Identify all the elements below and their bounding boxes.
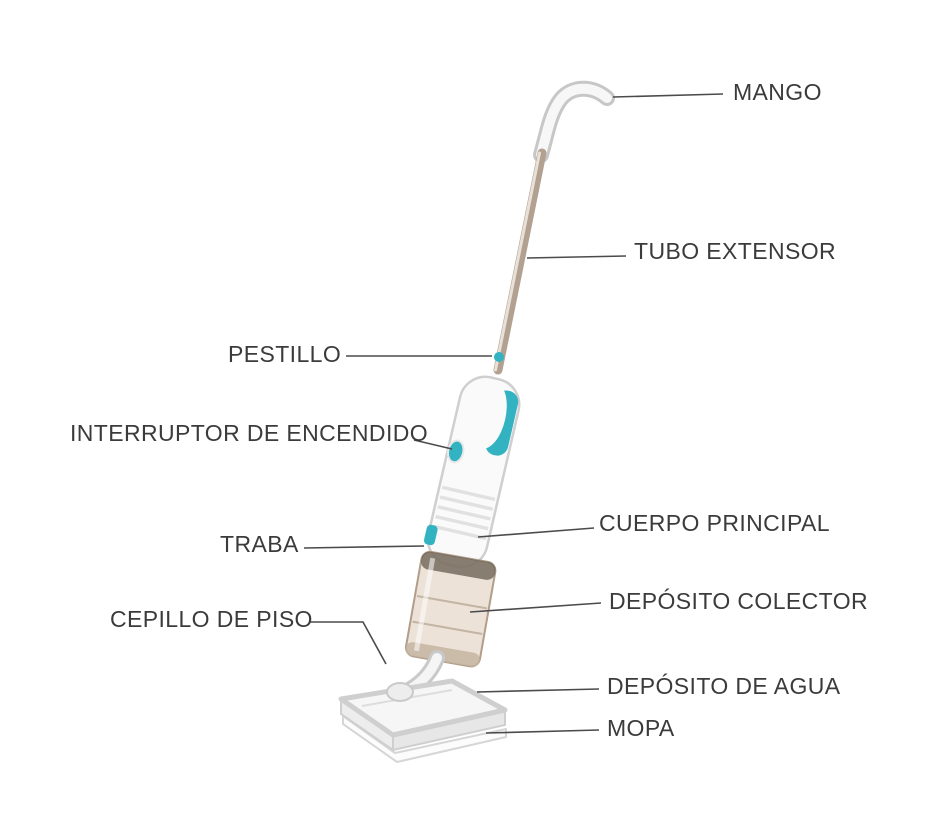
- extension-tube-highlight: [494, 151, 541, 372]
- label-deposito-de-agua: DEPÓSITO DE AGUA: [607, 673, 841, 699]
- latch-pestillo: [494, 352, 504, 362]
- leader-deposito-de-agua: [476, 688, 600, 693]
- label-cepillo-de-piso: CEPILLO DE PISO: [110, 606, 313, 632]
- leader-lines: [303, 93, 724, 734]
- base-top-face: [338, 678, 508, 738]
- swivel-joint: [386, 682, 414, 702]
- leader-tubo-extensor: [526, 255, 627, 259]
- main-body: [423, 375, 521, 569]
- body-ribs: [432, 485, 496, 541]
- label-mopa: MOPA: [607, 715, 675, 741]
- handle-fill: [536, 83, 612, 160]
- extension-tube: [493, 148, 547, 375]
- latch-traba: [423, 524, 438, 546]
- label-interruptor-de-encendido: INTERRUPTOR DE ENCENDIDO: [70, 420, 429, 446]
- power-button: [446, 439, 465, 464]
- label-pestillo: PESTILLO: [228, 341, 342, 367]
- leader-mango: [612, 93, 724, 98]
- label-deposito-colector: DEPÓSITO COLECTOR: [609, 588, 869, 614]
- label-tubo-extensor: TUBO EXTENSOR: [634, 238, 837, 264]
- leader-deposito-colector: [469, 602, 602, 613]
- leader-cuerpo-principal: [477, 527, 595, 538]
- label-cuerpo-principal: CUERPO PRINCIPAL: [599, 510, 830, 536]
- leader-traba: [303, 545, 425, 549]
- mop-pad: [342, 715, 507, 763]
- label-mango: MANGO: [733, 79, 822, 105]
- leader-mopa: [485, 729, 600, 734]
- leader-interruptor: [413, 439, 453, 450]
- label-traba: TRABA: [220, 531, 299, 557]
- leader-cepillo-de-piso: [310, 621, 387, 665]
- collector-cup: [404, 550, 497, 668]
- cup-top-band: [421, 551, 496, 580]
